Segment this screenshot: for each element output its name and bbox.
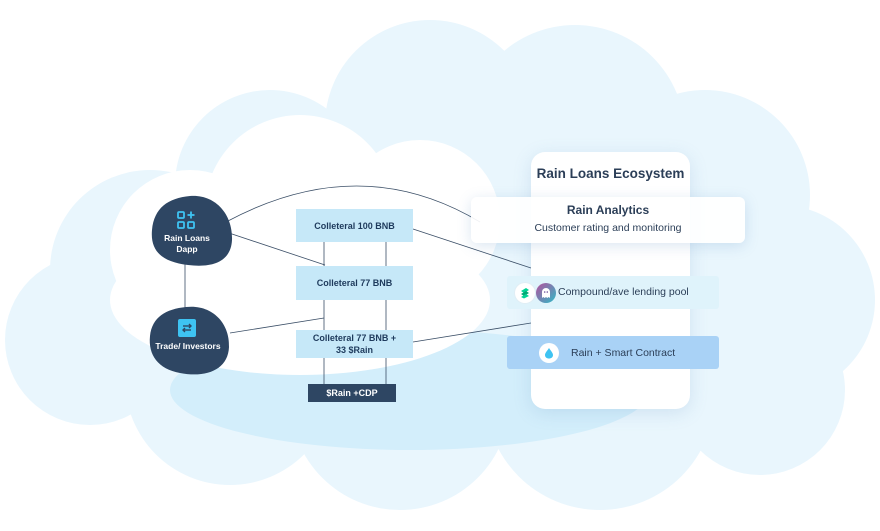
trade-label: Trade/ Investors [155, 341, 221, 351]
analytics-title: Rain Analytics [566, 203, 650, 217]
collateral-77-box[interactable]: Colleteral 77 BNB [296, 266, 413, 300]
collateral-77-rain-line1: Colleteral 77 BNB + [312, 333, 397, 343]
rain-smart-contract-label: Rain + Smart Contract [571, 347, 676, 359]
dapp-label-line1: Rain Loans [164, 233, 210, 243]
dapp-node[interactable] [151, 195, 233, 266]
analytics-subtitle: Customer rating and monitoring [534, 222, 682, 234]
swap-arrows-icon [178, 319, 196, 337]
collateral-77-rain-line2: 33 $Rain [335, 345, 374, 355]
connector-lines [184, 185, 532, 384]
apps-grid-icon [176, 210, 196, 230]
aave-ghost-icon [536, 283, 556, 303]
dapp-label-line2: Dapp [176, 244, 198, 254]
ecosystem-title: Rain Loans Ecosystem [536, 166, 685, 181]
trade-node[interactable] [149, 306, 230, 375]
lending-pool-label: Compound/ave lending pool [558, 286, 689, 298]
rain-drop-icon [539, 343, 559, 363]
collateral-77-rain-box[interactable]: Colleteral 77 BNB + 33 $Rain [296, 330, 413, 358]
analytics-card[interactable] [471, 197, 745, 243]
dapp-label: Rain Loans Dapp [152, 233, 222, 255]
rain-cdp-box[interactable]: $Rain +CDP [308, 384, 396, 402]
collateral-100-box[interactable]: Colleteral 100 BNB [296, 209, 413, 242]
compound-logo-icon [515, 283, 535, 303]
